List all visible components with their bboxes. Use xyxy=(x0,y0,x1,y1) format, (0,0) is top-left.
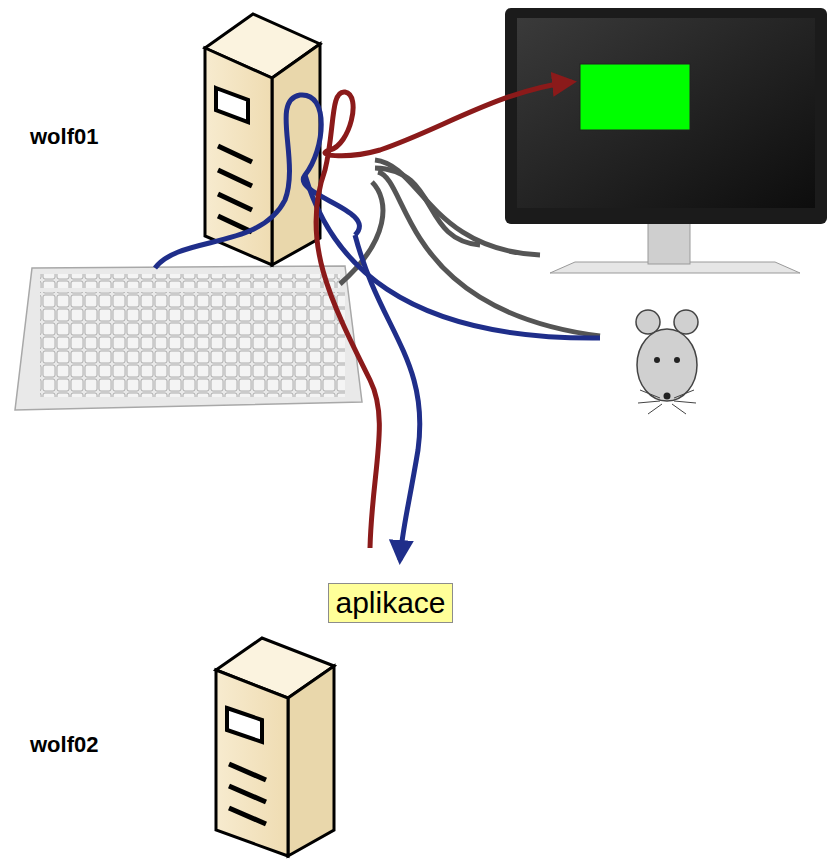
computer-name: wolf01 xyxy=(30,124,98,150)
computer-name: wolf02 xyxy=(30,732,98,758)
input-flow xyxy=(155,95,600,560)
monitor xyxy=(505,8,827,273)
computer-tower xyxy=(216,638,334,856)
computer-tower xyxy=(205,14,320,265)
mouse xyxy=(636,310,698,414)
cable xyxy=(340,160,600,336)
keyboard xyxy=(15,266,362,410)
application-box: aplikace xyxy=(328,583,453,623)
node-text: aplikace xyxy=(335,586,446,620)
output-flow xyxy=(316,82,572,548)
